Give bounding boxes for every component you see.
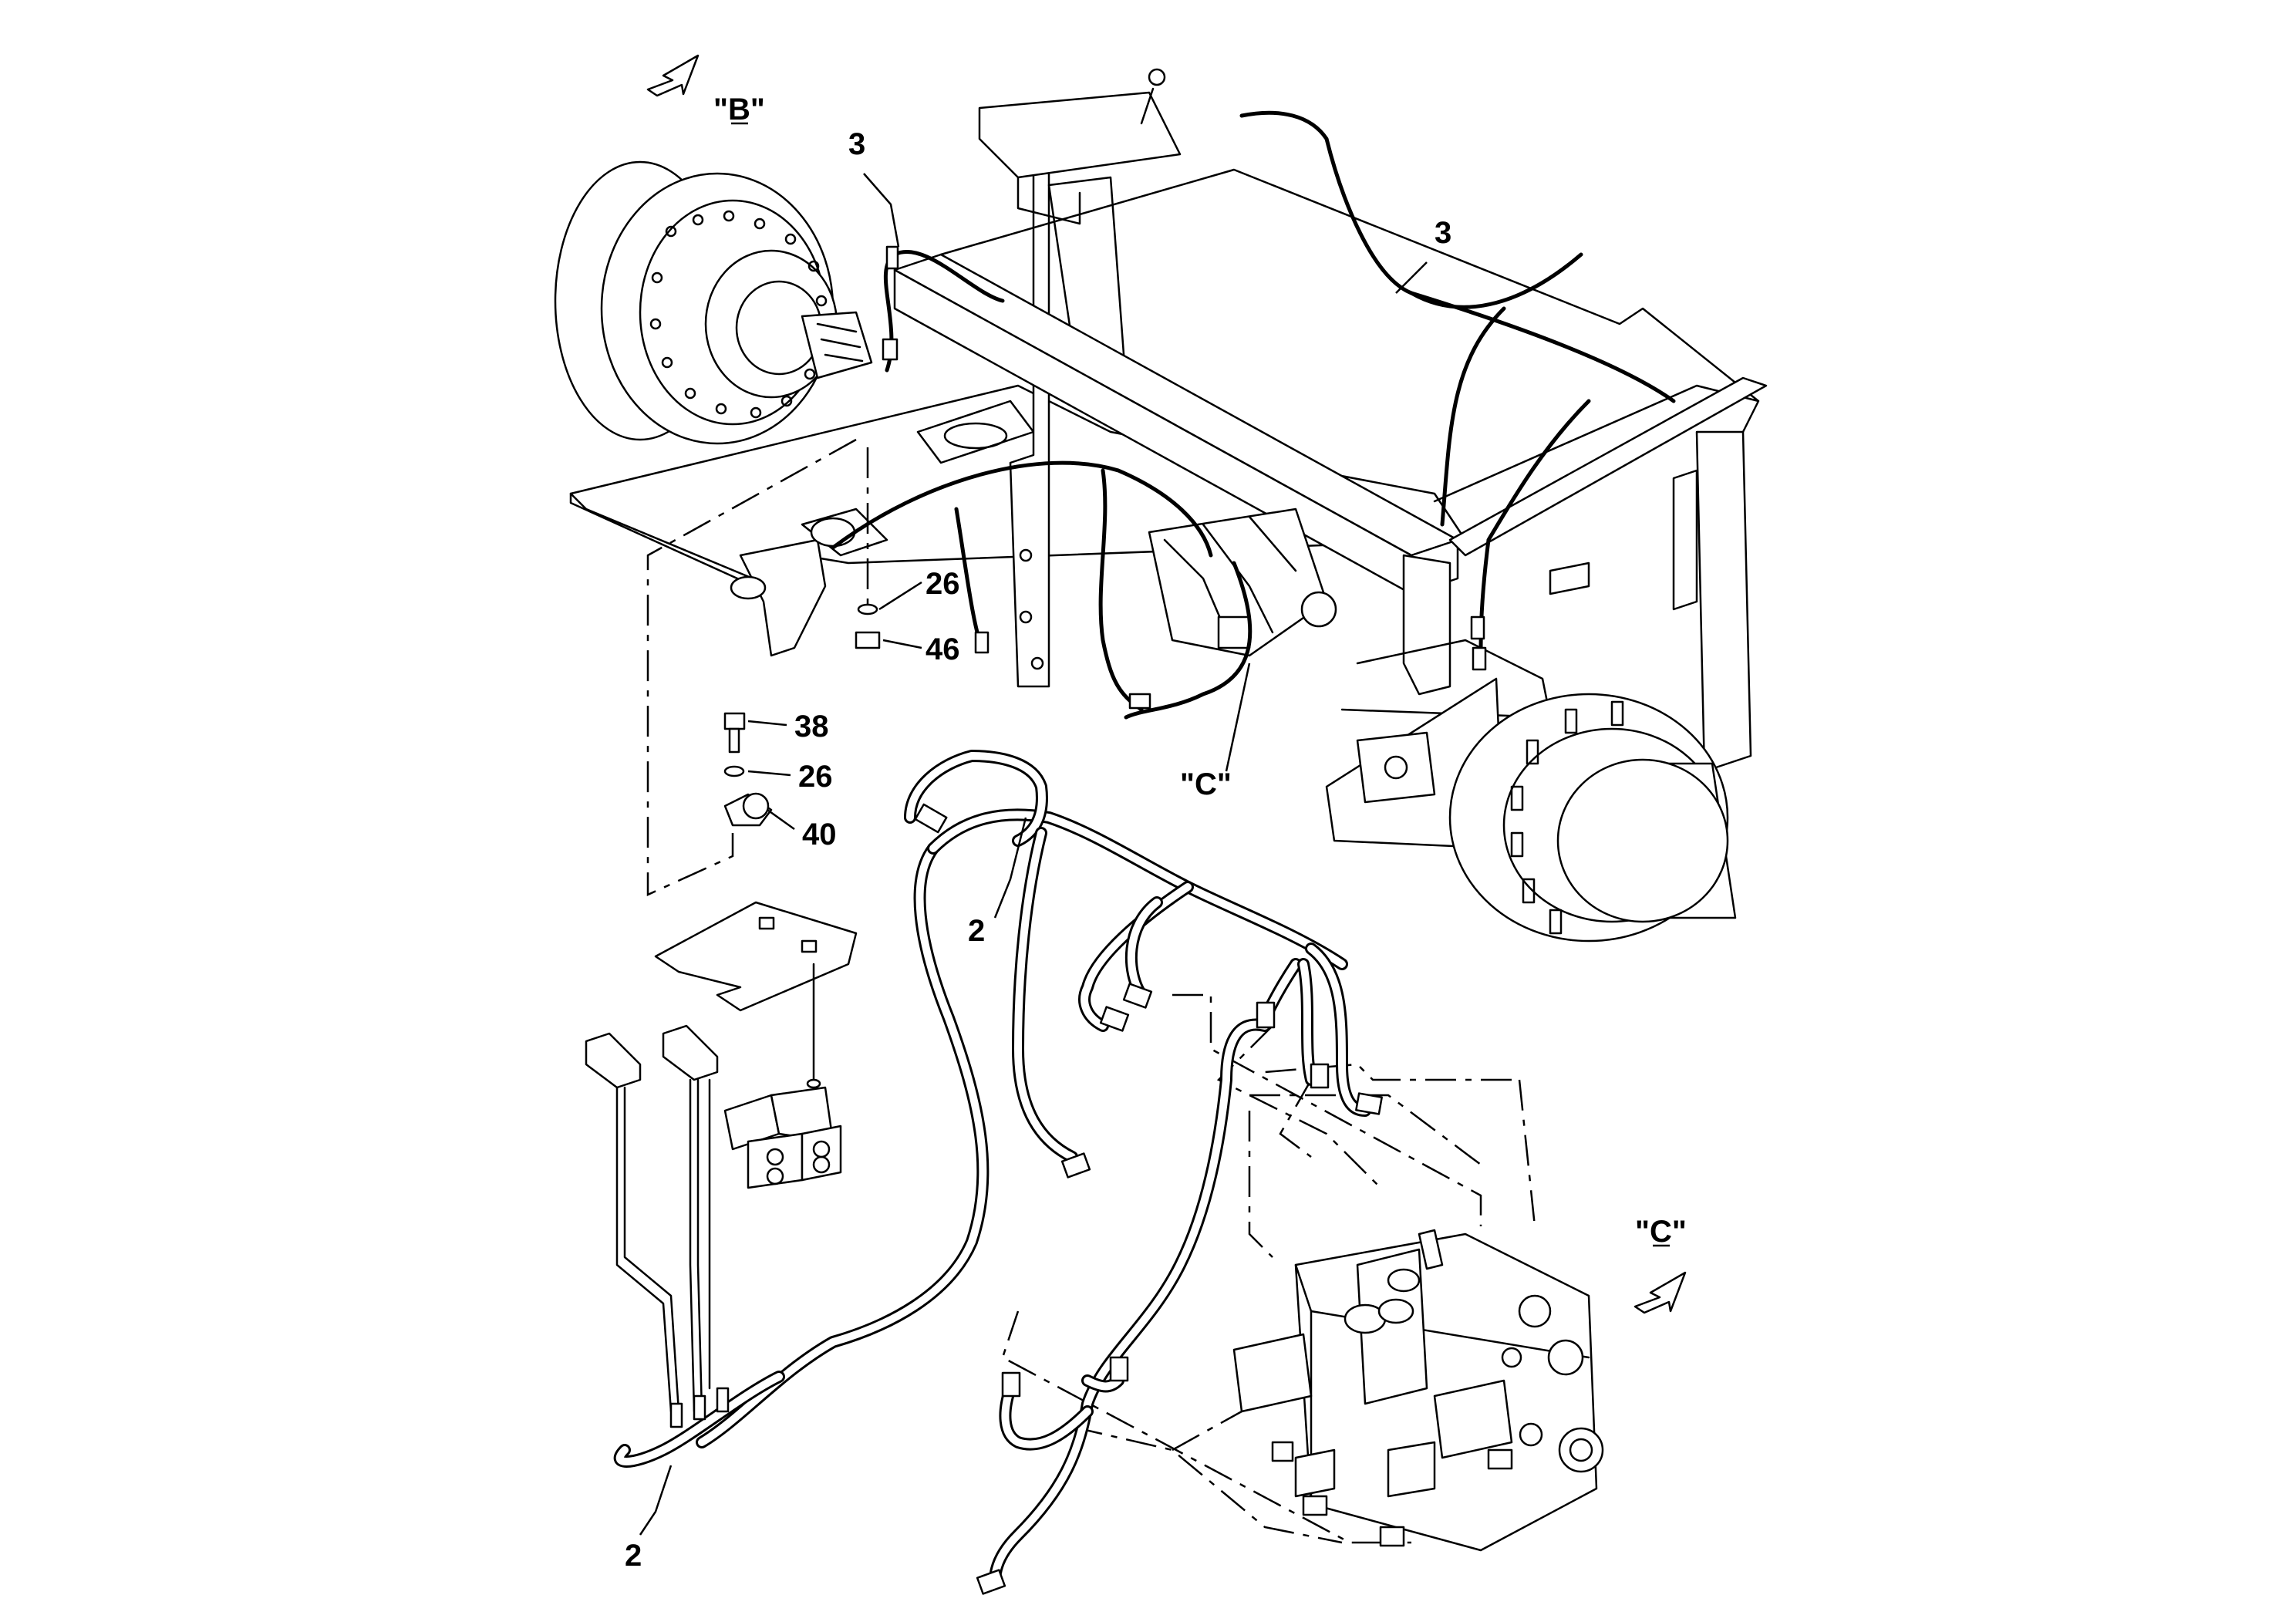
view-c-detail-label: "C"	[1635, 1215, 1687, 1249]
ref-40: 40	[802, 818, 837, 851]
ref-2-lower: 2	[625, 1539, 642, 1573]
view-c-callout-label: "C"	[1180, 767, 1232, 801]
washer-26-lower	[723, 765, 745, 777]
valve-block-detail	[1232, 1229, 1604, 1552]
harness-on-machine	[831, 460, 1253, 720]
ref-46: 46	[925, 632, 960, 666]
nut-46	[855, 631, 881, 649]
ref-26-upper: 26	[925, 567, 960, 601]
bolt-38-head	[723, 712, 746, 730]
ref-3-right: 3	[1435, 216, 1451, 250]
washer-26-upper	[857, 603, 878, 615]
leader-lines	[639, 173, 1428, 1536]
left-wheel-hub	[554, 160, 873, 445]
view-c-arrow-icon	[1633, 1271, 1687, 1314]
bolt-38-shank	[728, 727, 740, 754]
harness-2	[613, 750, 1383, 1595]
valve-block-on-machine	[1148, 508, 1337, 657]
ref-38: 38	[794, 710, 829, 744]
sensor-bracket-assembly	[585, 901, 858, 1413]
cable-3	[882, 110, 1676, 671]
right-wheel-hub	[1325, 677, 1737, 943]
ref-26-lower: 26	[798, 760, 833, 794]
right-frame	[939, 168, 1768, 773]
hardware-stack	[723, 603, 881, 827]
view-b-arrow-icon	[646, 54, 700, 97]
view-b-label: "B"	[713, 93, 765, 126]
ref-2-upper: 2	[968, 914, 985, 948]
ref-3-left: 3	[848, 127, 865, 161]
